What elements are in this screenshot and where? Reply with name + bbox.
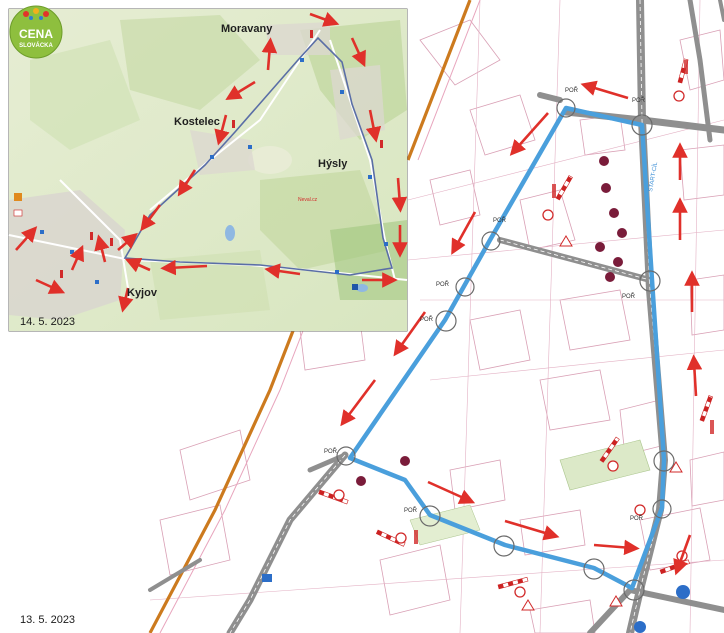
stop-markers — [356, 156, 627, 486]
town-label-kostelec: Kostelec — [174, 116, 220, 128]
cadastral-lines — [149, 0, 724, 633]
info-signs — [262, 574, 690, 633]
overview-map-inset: Moravany Kostelec Hýsly Kyjov Neval.cz C… — [8, 5, 408, 332]
railway-pink-parallel-top — [417, 0, 481, 161]
logo-text-line2: SLOVÁCKA — [19, 42, 53, 49]
por-label-7: POŘ — [324, 447, 338, 455]
por-label-4: POŘ — [436, 280, 450, 288]
traffic-sign-circles — [333, 90, 688, 598]
road-centerlines — [229, 0, 665, 633]
town-label-hysly: Hýsly — [318, 158, 348, 170]
inset-local-red-marks — [60, 30, 383, 278]
orange-marker — [14, 193, 22, 201]
folk-ornament-icon — [23, 8, 49, 20]
por-label-5: POŘ — [420, 315, 434, 323]
moravany-urban-area — [265, 22, 330, 55]
por-label-2: POŘ — [632, 96, 646, 104]
logo-text-line1: CENA — [19, 27, 53, 41]
por-label-9: POŘ — [630, 514, 644, 522]
date-caption-bottom: 13. 5. 2023 — [20, 614, 76, 626]
por-label-6: POŘ — [622, 292, 636, 300]
inset-map-mark: Neval.cz — [298, 197, 318, 203]
race-route — [347, 105, 667, 591]
por-label-3: POŘ — [493, 216, 507, 224]
junction-circles — [336, 98, 675, 601]
inset-route — [123, 36, 394, 276]
por-label-1: POŘ — [565, 86, 579, 94]
direction-arrows — [340, 80, 703, 576]
inset-markers — [40, 58, 388, 290]
inset-direction-arrows — [15, 12, 408, 313]
sign-number-marks — [414, 60, 714, 544]
inset-sign — [13, 209, 23, 217]
railway-line — [406, 0, 472, 161]
town-label-kyjov: Kyjov — [127, 287, 158, 299]
date-caption-top: 14. 5. 2023 — [20, 316, 76, 328]
por-labels: POŘ POŘ POŘ POŘ POŘ POŘ POŘ POŘ POŘ — [324, 86, 646, 522]
kyjov-urban-area — [9, 190, 125, 320]
cena-slovacka-logo: CENA SLOVÁCKA — [9, 5, 63, 59]
warning-triangles — [521, 235, 683, 611]
railway-pink-parallel — [159, 299, 316, 633]
town-label-moravany: Moravany — [221, 23, 273, 35]
por-label-8: POŘ — [404, 506, 418, 514]
